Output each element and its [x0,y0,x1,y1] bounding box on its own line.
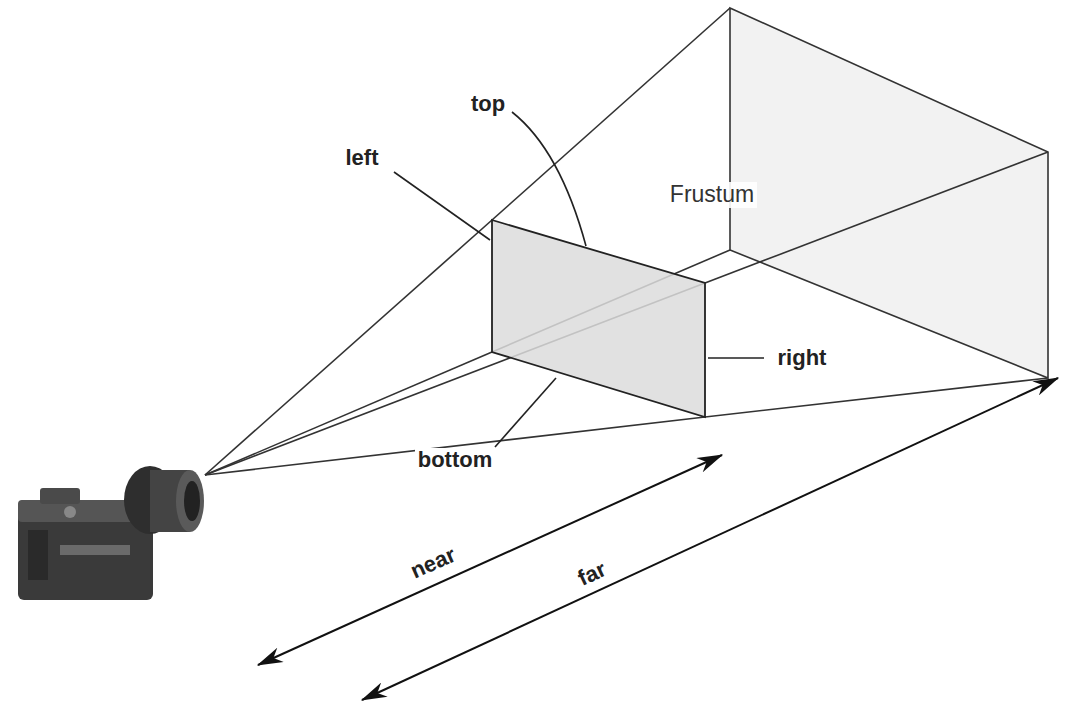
part-label: bottom [415,448,496,472]
part-label: top [468,92,508,116]
part-label: left [343,146,382,170]
far-arrow [362,378,1058,700]
dimension-label: near [404,541,462,584]
near-plane [492,220,705,417]
far-plane-fill [730,8,1048,378]
near-arrow [258,455,722,665]
figure-label: Frustum [667,182,757,207]
part-label: right [775,346,830,370]
camera-icon [18,466,204,600]
view-rays [205,8,1048,475]
leader-lines [394,112,764,447]
